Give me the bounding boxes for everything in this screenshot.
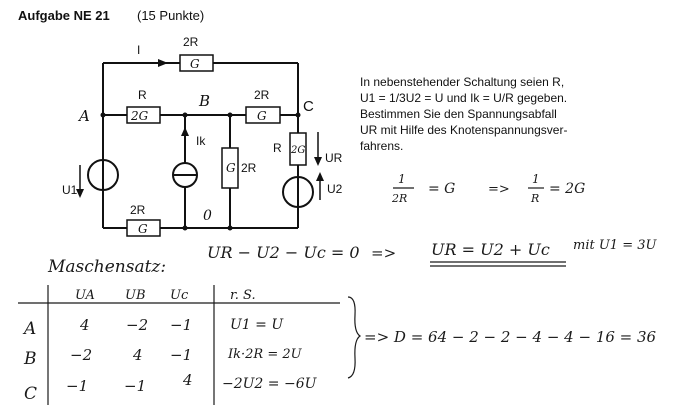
- task-line-4: UR mit Hilfe des Knotenspannungsver-: [360, 123, 567, 137]
- masche-result: UR = U2 + Uc: [431, 240, 550, 259]
- matrix-cell-b-ub: 4: [132, 346, 143, 364]
- node-a-label: A: [77, 107, 90, 125]
- conversion-note: 1 2R = G => 1 R = 2G: [391, 172, 585, 205]
- conv-left-num: 1: [398, 172, 406, 186]
- bottom-resistor-value: G: [138, 222, 148, 236]
- current-arrow-icon: [158, 59, 168, 67]
- matrix-row-label-b: B: [23, 349, 37, 369]
- matrix-cell-a-rs: U1 = U: [230, 317, 284, 333]
- matrix-row-label-a: A: [22, 319, 36, 339]
- matrix-cell-c-ua: −1: [66, 377, 88, 395]
- determinant-result: => D = 64 − 2 − 2 − 4 − 4 − 16 = 36: [364, 328, 657, 346]
- top-resistor-value: G: [190, 57, 200, 71]
- bottom-resistor: [126, 219, 161, 237]
- ik-label: Ik: [196, 134, 206, 148]
- matrix-cell-a-ub: −2: [126, 316, 148, 334]
- bottom-resistor-label: 2R: [130, 203, 146, 217]
- matrix-cell-c-uc: 4: [182, 371, 193, 389]
- vert-resistor: [289, 132, 307, 166]
- masche-note: mit U1 = 3U: [573, 238, 657, 253]
- node-c-dot: [295, 112, 301, 118]
- task-text: In nebenstehender Schaltung seien R, U1 …: [360, 75, 567, 153]
- matrix-row-label-c: C: [24, 384, 37, 404]
- mid-resistor-value: G: [226, 161, 236, 175]
- conv-right-den: R: [530, 192, 539, 205]
- masche-label: Maschensatz:: [47, 257, 166, 277]
- right-resistor: [245, 106, 281, 124]
- task-line-2: U1 = 1/3U2 = U und Ik = U/R gegeben.: [360, 91, 567, 105]
- masche-eq: UR − U2 − Uc = 0: [207, 243, 360, 262]
- task-points: (15 Punkte): [137, 8, 204, 23]
- matrix-cell-b-rs: Ik·2R = 2U: [227, 347, 303, 362]
- current-label: I: [137, 43, 140, 57]
- mid-resistor: [221, 147, 239, 189]
- matrix-header-rs: r. S.: [230, 288, 256, 303]
- node-b-label: B: [198, 92, 210, 110]
- task-line-5: fahrens.: [360, 139, 403, 153]
- node-0a-dot: [182, 225, 188, 231]
- matrix-cell-c-rs: −2U2 = −6U: [222, 376, 318, 392]
- right-resistor-label: 2R: [254, 88, 270, 102]
- left-resistor: [126, 106, 161, 124]
- node-0-label: 0: [203, 208, 212, 224]
- matrix-cell-a-uc: −1: [170, 316, 192, 334]
- matrix-cell-b-ua: −2: [70, 346, 92, 364]
- ur-label: UR: [325, 151, 343, 165]
- masche-arrow: =>: [371, 244, 396, 262]
- matrix-header-uc: Uc: [170, 288, 189, 303]
- matrix-cell-c-ub: −1: [124, 377, 146, 395]
- top-resistor: [179, 54, 214, 72]
- task-line-3: Bestimmen Sie den Spannungsabfall: [360, 107, 557, 121]
- masche-line: Maschensatz: UR − U2 − Uc = 0 => UR = U2…: [47, 238, 657, 277]
- top-resistor-label: 2R: [183, 35, 199, 49]
- task-title: Aufgabe NE 21: [18, 8, 110, 23]
- u2-arrow-icon: [316, 172, 324, 181]
- left-resistor-label: R: [138, 88, 147, 102]
- right-resistor-value: G: [257, 109, 267, 123]
- conv-arrow: =>: [488, 182, 510, 197]
- u2-label: U2: [327, 182, 343, 196]
- matrix-cell-a-ua: 4: [79, 316, 90, 334]
- node-c-label: C: [303, 98, 314, 115]
- task-line-1: In nebenstehender Schaltung seien R,: [360, 75, 564, 89]
- node-b-dot: [182, 112, 188, 118]
- matrix-cell-b-uc: −1: [170, 346, 192, 364]
- node-b2-dot: [227, 112, 233, 118]
- u1-arrow-icon: [76, 189, 84, 198]
- matrix-text: UA UB Uc r. S. A B C 4 −2 −1 U1 = U −2 4…: [22, 288, 657, 404]
- conv-left-den: 2R: [391, 192, 407, 205]
- conv-right-num: 1: [532, 172, 540, 186]
- u1-label: U1: [62, 183, 78, 197]
- conv-left-rhs: = G: [428, 181, 455, 197]
- matrix-header-ub: UB: [125, 288, 146, 303]
- ik-arrow-icon: [181, 127, 189, 136]
- matrix-header-ua: UA: [75, 288, 95, 303]
- vert-resistor-value: 2G: [290, 145, 305, 156]
- vert-resistor-label: R: [273, 141, 282, 155]
- ur-arrow-icon: [314, 157, 322, 166]
- mid-resistor-label: 2R: [241, 161, 257, 175]
- node-0b-dot: [227, 225, 233, 231]
- node-a-dot: [100, 112, 106, 118]
- left-resistor-value: 2G: [130, 109, 149, 123]
- matrix-grid: [18, 285, 362, 405]
- conv-right-rhs: = 2G: [549, 181, 585, 197]
